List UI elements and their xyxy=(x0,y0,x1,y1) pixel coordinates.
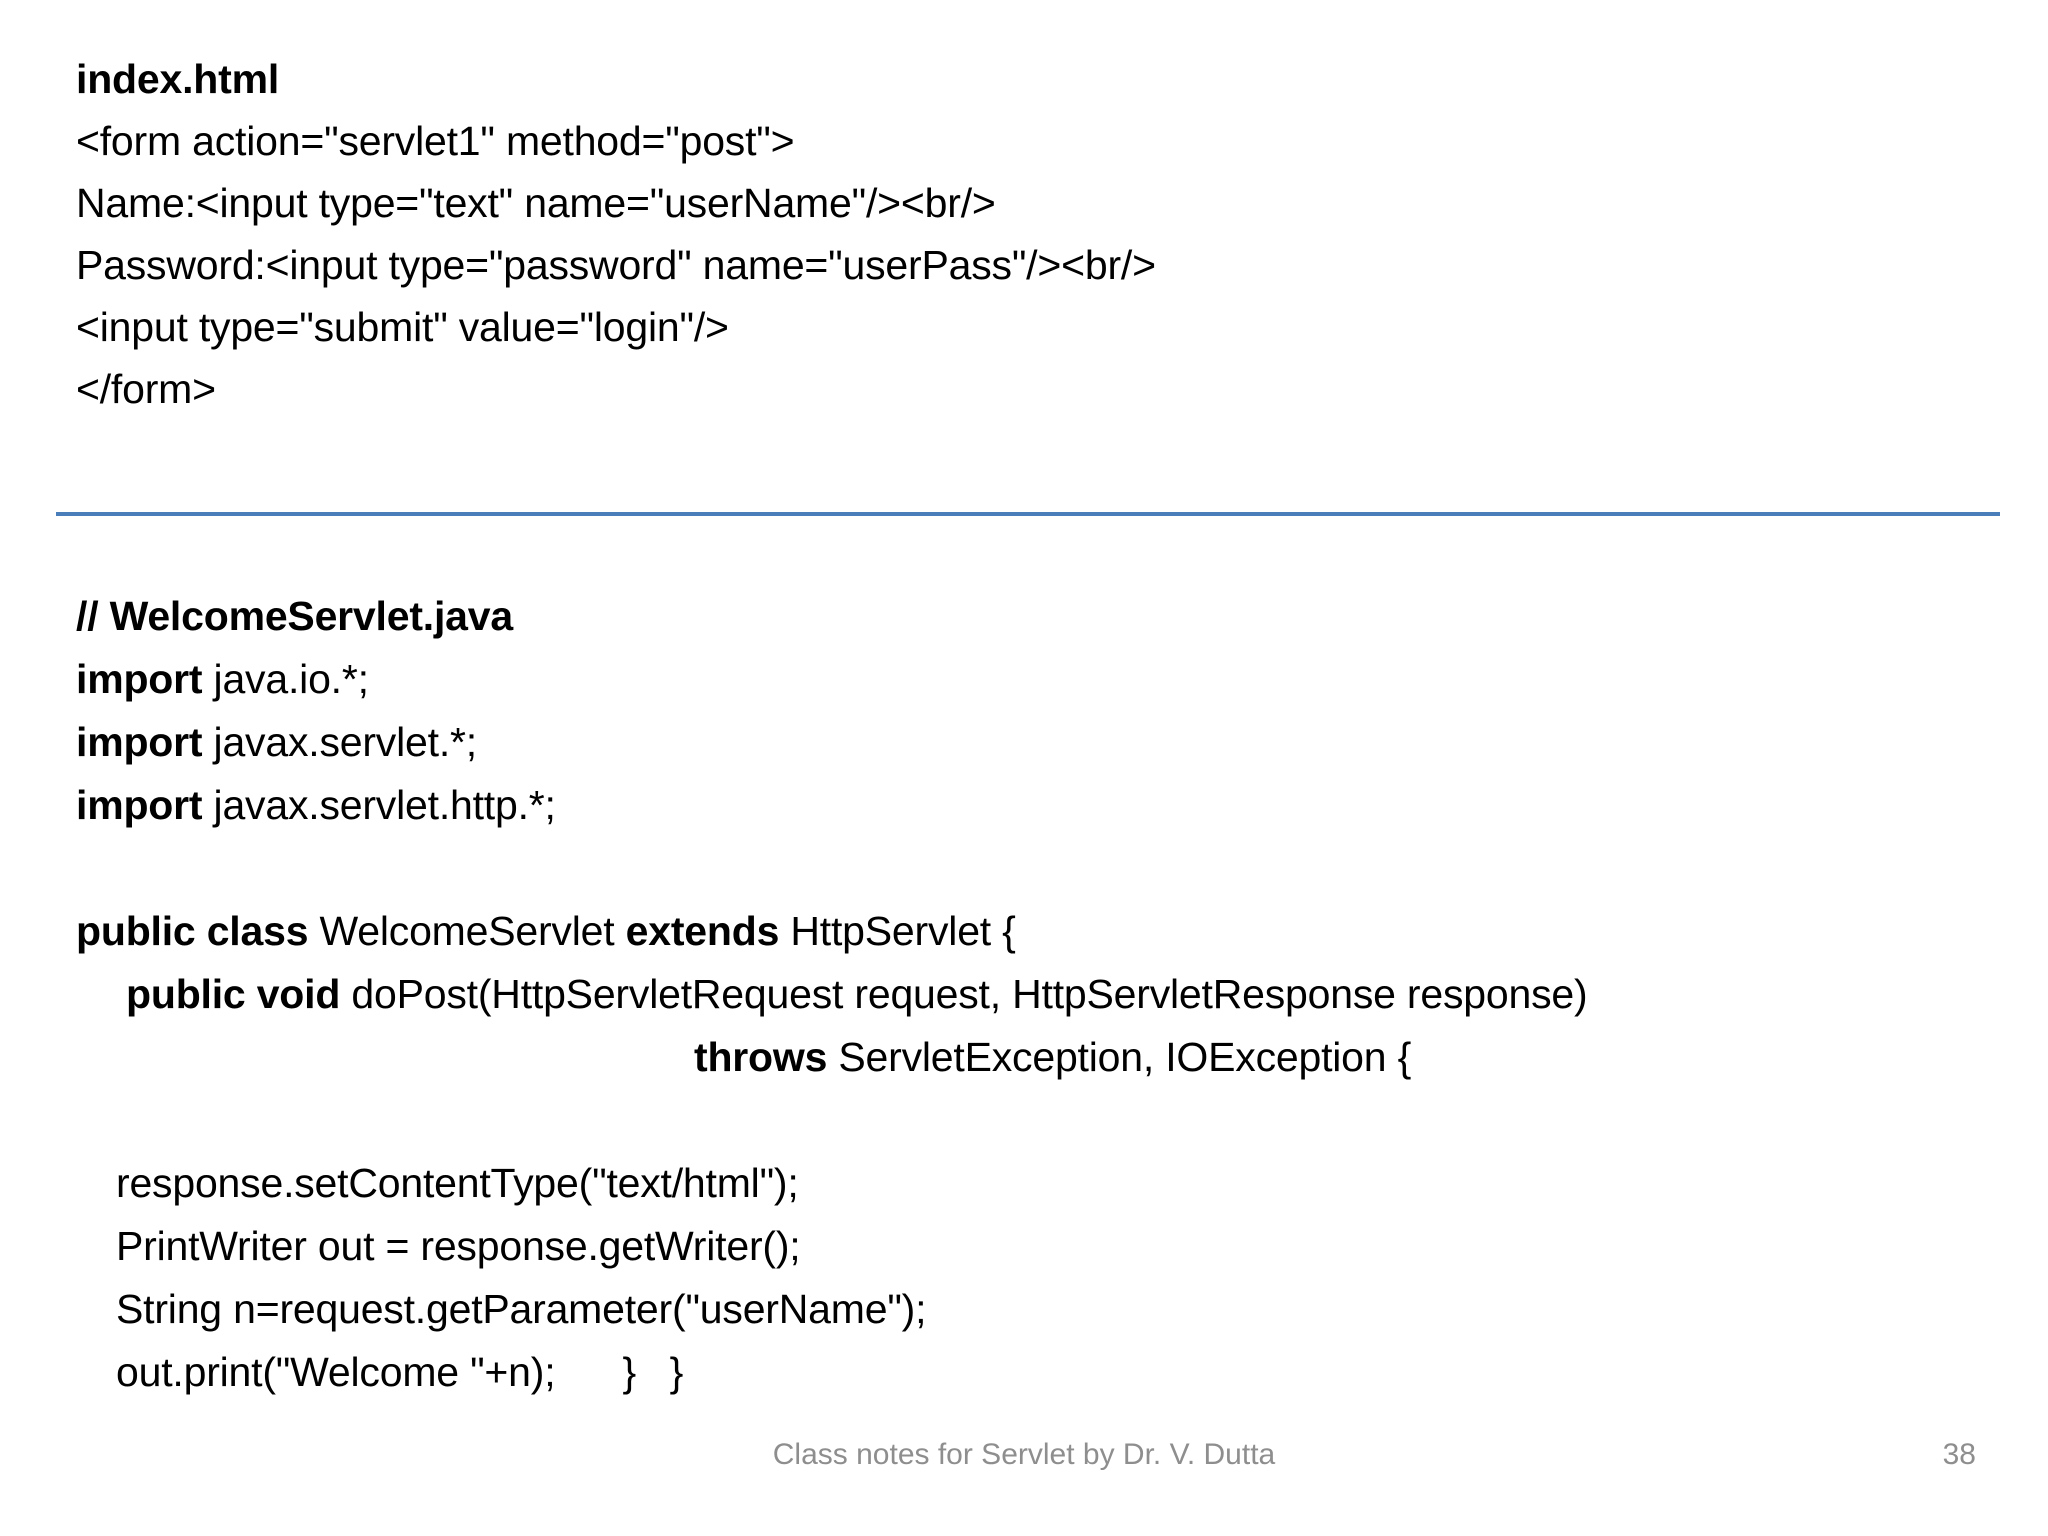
java-body-line-1: response.setContentType("text/html"); xyxy=(116,1160,799,1206)
java-blank-line-1 xyxy=(76,837,1996,900)
section-divider-line xyxy=(56,512,2000,516)
import-target: javax.servlet.http.*; xyxy=(202,782,556,828)
public-class-keyword: public class xyxy=(76,908,309,954)
java-file-comment: // WelcomeServlet.java xyxy=(76,593,513,639)
index-html-code-block: index.html <form action="servlet1" metho… xyxy=(76,48,1976,420)
welcome-servlet-code-block: // WelcomeServlet.java import java.io.*;… xyxy=(76,585,1996,1404)
slide-page-number: 38 xyxy=(1942,1438,1976,1471)
extends-keyword: extends xyxy=(625,908,780,954)
java-class-declaration: public class WelcomeServlet extends Http… xyxy=(76,900,1996,963)
java-body-line-4: out.print("Welcome "+n); } } xyxy=(116,1349,684,1395)
import-target: java.io.*; xyxy=(202,656,369,702)
java-body-line-2: PrintWriter out = response.getWriter(); xyxy=(116,1223,801,1269)
import-keyword: import xyxy=(76,656,203,702)
index-html-title: index.html xyxy=(76,56,280,102)
java-import-line-1: import java.io.*; xyxy=(76,648,1996,711)
throws-keyword: throws xyxy=(694,1034,828,1080)
java-method-declaration: public void doPost(HttpServletRequest re… xyxy=(76,963,1996,1026)
java-body-line-3: String n=request.getParameter("userName"… xyxy=(116,1286,927,1332)
import-target: javax.servlet.*; xyxy=(202,719,478,765)
class-name: WelcomeServlet xyxy=(308,908,626,954)
import-keyword: import xyxy=(76,719,203,765)
java-blank-line-2 xyxy=(76,1089,1996,1152)
public-void-keyword: public void xyxy=(126,971,341,1017)
java-throws-clause: throws ServletException, IOException { xyxy=(76,1026,1996,1089)
html-code-line-3: Password:<input type="password" name="us… xyxy=(76,242,1156,288)
superclass-name: HttpServlet { xyxy=(779,908,1016,954)
html-code-line-5: </form> xyxy=(76,366,216,412)
method-signature: doPost(HttpServletRequest request, HttpS… xyxy=(340,971,1588,1017)
html-code-line-4: <input type="submit" value="login"/> xyxy=(76,304,729,350)
exception-list: ServletException, IOException { xyxy=(827,1034,1412,1080)
slide-footer: Class notes for Servlet by Dr. V. Dutta … xyxy=(0,1438,2048,1498)
import-keyword: import xyxy=(76,782,203,828)
java-import-line-2: import javax.servlet.*; xyxy=(76,711,1996,774)
html-code-line-2: Name:<input type="text" name="userName"/… xyxy=(76,180,996,226)
footer-note-text: Class notes for Servlet by Dr. V. Dutta xyxy=(772,1438,1276,1471)
java-import-line-3: import javax.servlet.http.*; xyxy=(76,774,1996,837)
html-code-line-1: <form action="servlet1" method="post"> xyxy=(76,118,795,164)
